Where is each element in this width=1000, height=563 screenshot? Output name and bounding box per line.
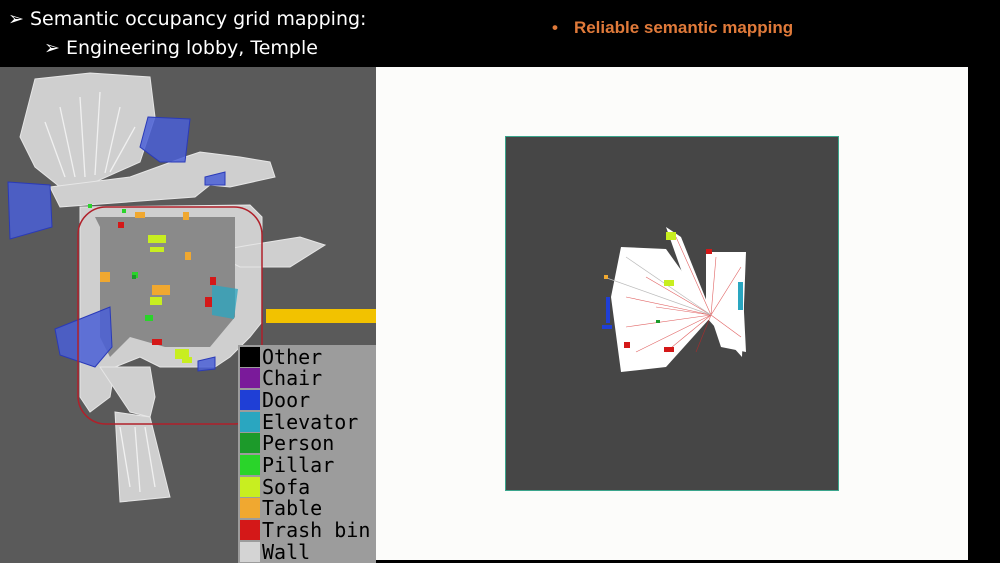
live-occupancy-map <box>505 136 839 491</box>
legend-item: Elevator <box>238 411 358 432</box>
occupancy-map-drawing <box>7 72 327 503</box>
legend-swatch <box>240 541 260 562</box>
legend-item: Door <box>238 389 310 410</box>
legend-swatch <box>240 433 260 454</box>
subtitle-text: Reliable semantic mapping <box>573 18 794 37</box>
legend-label: Other <box>262 344 323 369</box>
legend-item: Trash bin <box>238 520 370 541</box>
slide-title-line-2: ➢ Engineering lobby, Temple <box>44 37 318 59</box>
legend-item: Pillar <box>238 455 334 476</box>
legend-item: Chair <box>238 368 322 389</box>
legend-label: Table <box>262 496 323 521</box>
legend-label: Trash bin <box>262 518 371 543</box>
legend-swatch <box>240 476 260 497</box>
legend-swatch <box>240 389 260 410</box>
legend-label: Pillar <box>262 453 335 477</box>
live-map-drawing <box>602 227 746 372</box>
live-mapping-panel <box>376 67 968 560</box>
legend-label: Wall <box>262 539 311 563</box>
legend-item: Sofa <box>238 476 310 497</box>
legend-label: Door <box>262 387 311 412</box>
legend-swatch <box>240 520 260 541</box>
legend-item: Person <box>238 433 334 454</box>
legend-label: Sofa <box>262 474 311 499</box>
legend-swatch <box>240 346 260 367</box>
legend-label: Person <box>262 431 335 456</box>
bullet-icon: • <box>552 18 558 37</box>
legend-swatch <box>240 498 260 519</box>
legend-label: Chair <box>262 366 323 391</box>
slide-subtitle: • Reliable semantic mapping <box>552 18 793 38</box>
legend-swatch <box>240 455 260 475</box>
slide-title-line-1: ➢ Semantic occupancy grid mapping: <box>8 8 367 30</box>
legend-item: Wall <box>238 541 310 562</box>
legend-item: Table <box>238 498 322 519</box>
legend-label: Elevator <box>262 409 359 434</box>
highlight-box <box>77 206 263 425</box>
legend-swatch <box>240 411 260 432</box>
legend-swatch <box>240 368 260 389</box>
legend-item: Other <box>238 346 322 367</box>
